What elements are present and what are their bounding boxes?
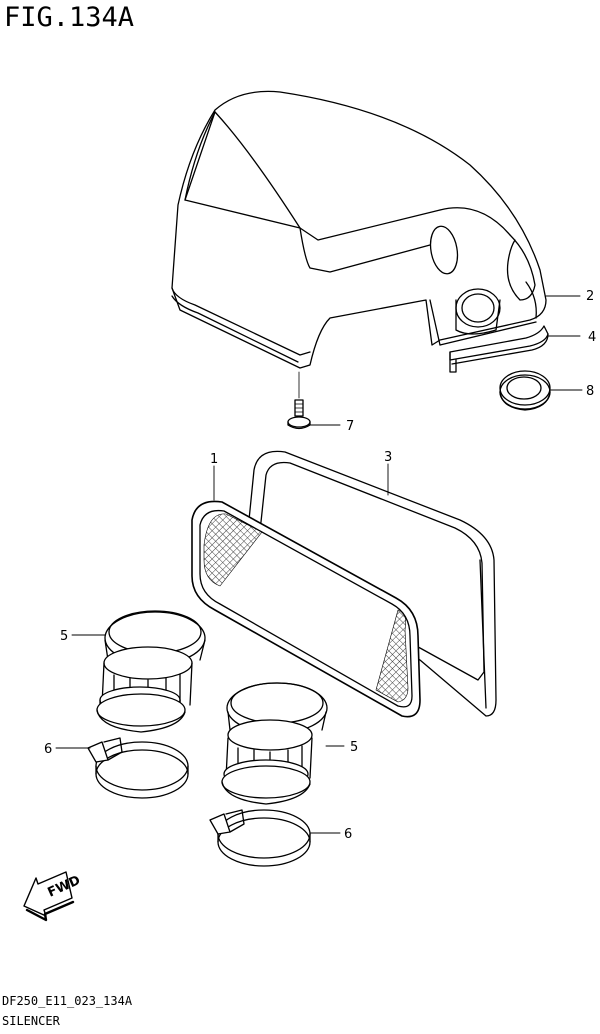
seal-strip	[449, 325, 549, 373]
callout-5-left: 5	[60, 629, 68, 644]
figure-name: SILENCER	[2, 1014, 60, 1028]
leader-lines	[55, 295, 583, 834]
grommet	[499, 370, 551, 411]
bolt	[287, 371, 311, 430]
silencer-cover	[171, 90, 547, 369]
filter-element-right	[221, 682, 328, 805]
callout-7: 7	[346, 419, 354, 434]
filter-element-left	[96, 610, 206, 733]
callout-5-right: 5	[350, 740, 358, 755]
figure-title: FIG.134A	[4, 2, 135, 33]
figure-code: DF250_E11_023_134A	[2, 994, 133, 1008]
clamp-right	[209, 809, 311, 867]
callout-3: 3	[384, 450, 392, 465]
callout-6-left: 6	[44, 742, 52, 757]
mesh-filter	[191, 500, 421, 718]
callout-2: 2	[586, 289, 594, 304]
clamp-left	[87, 737, 189, 799]
forward-arrow-icon	[23, 871, 75, 922]
callout-6-right: 6	[344, 827, 352, 842]
callout-1: 1	[210, 452, 218, 467]
callout-4: 4	[588, 330, 596, 345]
callout-8: 8	[586, 384, 594, 399]
